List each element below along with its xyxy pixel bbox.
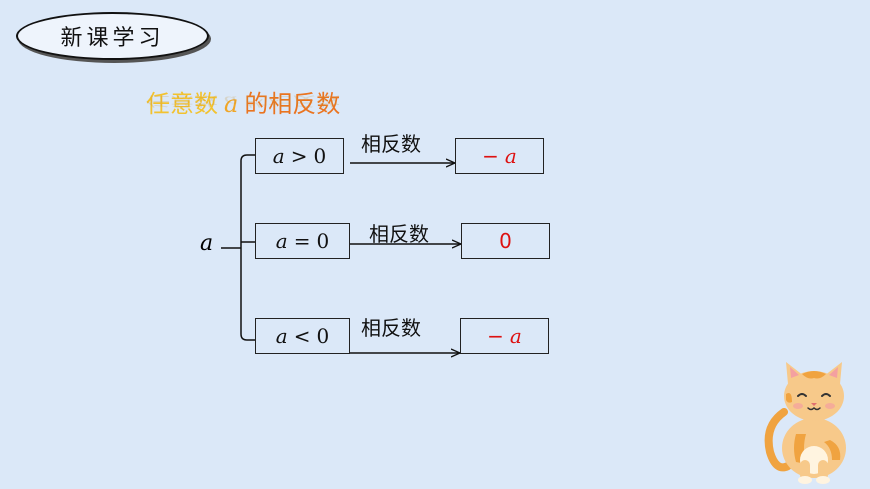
heading-variable: a — [224, 90, 239, 118]
section-title-badge: 新课学习 — [16, 12, 209, 60]
cond-var: a — [272, 144, 285, 168]
arrow-label-2: 相反数 — [369, 222, 429, 246]
cond-num: 0 — [316, 324, 330, 348]
cond-num: 0 — [316, 229, 330, 253]
result-var: a — [509, 324, 522, 348]
condition-box-positive: a>0 — [255, 138, 344, 174]
heading-part2: 的相反数 — [244, 90, 341, 118]
root-variable: a — [200, 231, 214, 256]
brace — [221, 154, 256, 341]
condition-box-zero: a=0 — [255, 223, 350, 259]
section-title: 新课学习 — [60, 26, 165, 51]
cond-var: a — [275, 324, 288, 348]
result-sign: − — [487, 324, 504, 348]
cond-op: < — [293, 324, 311, 348]
result-box-2: 0 — [461, 223, 550, 259]
cond-var: a — [275, 229, 288, 253]
result-box-3: −a — [460, 318, 549, 354]
cond-op: = — [293, 229, 311, 253]
cat-mascot-icon — [764, 362, 846, 484]
cond-num: 0 — [313, 144, 327, 168]
arrow-label-1: 相反数 — [361, 132, 421, 156]
result-sign: − — [482, 144, 499, 168]
arrow-label-3: 相反数 — [361, 316, 421, 340]
cond-op: > — [290, 144, 308, 168]
heading-part1: 任意数 — [146, 90, 218, 118]
result-value: 0 — [499, 229, 512, 253]
result-box-1: −a — [455, 138, 544, 174]
condition-box-negative: a<0 — [255, 318, 350, 354]
result-var: a — [504, 144, 517, 168]
